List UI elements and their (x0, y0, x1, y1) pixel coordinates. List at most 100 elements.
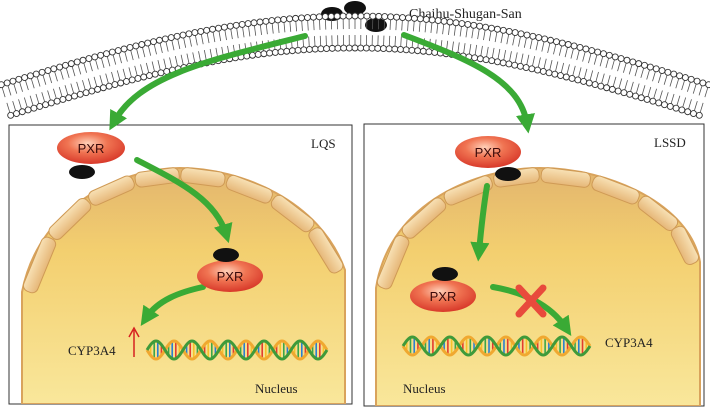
lipid-tail (682, 97, 687, 108)
lipid-head (517, 30, 525, 38)
lipid-tail (512, 35, 515, 46)
lipid-tail (87, 78, 92, 89)
lipid-tail (514, 52, 518, 63)
lipid-tail (500, 33, 504, 44)
lipid-head (138, 41, 146, 48)
nuclear-envelope-segment (443, 175, 493, 206)
lipid-tail (553, 44, 557, 55)
lipid-tail (664, 92, 669, 102)
lipid-head (374, 44, 382, 52)
lipid-head (85, 55, 93, 63)
lipid-head (334, 44, 342, 52)
lipid-tail (177, 39, 181, 50)
nuclear-envelope-segment (670, 225, 700, 266)
lipid-tail (189, 36, 192, 47)
lipid-head (385, 45, 393, 53)
lipid-tail (128, 67, 132, 78)
lipid-head (499, 26, 507, 34)
lipid-tail (541, 41, 545, 52)
lipid-tail (174, 56, 178, 66)
lipid-tail (535, 40, 539, 51)
lipid-head (511, 29, 519, 37)
pxr-cytoplasm-right: PXR (455, 136, 521, 168)
lipid-head (434, 17, 442, 25)
lipid-tail (647, 86, 652, 97)
lipid-head (209, 25, 217, 33)
lipid-head (36, 102, 44, 110)
lipid-tail (618, 78, 623, 89)
lipid-head (191, 29, 199, 37)
lipid-tail (547, 43, 551, 54)
lipid-head (672, 104, 680, 112)
lipid-tail (35, 93, 40, 104)
lipid-head (339, 12, 347, 20)
lipid-head (203, 26, 211, 34)
lipid-head (379, 45, 387, 53)
nuclear-envelope-segment (88, 175, 135, 206)
lipid-tail (283, 22, 286, 33)
lipid-tail (147, 45, 152, 56)
lipid-tail (532, 56, 536, 66)
pxr-cytoplasm-left: PXR (57, 132, 125, 164)
lipid-head (294, 46, 302, 54)
lipid-tail (142, 47, 146, 58)
lipid-tail (675, 78, 680, 89)
lipid-tail (413, 21, 415, 32)
cross-icon (515, 284, 547, 318)
lipid-head (15, 75, 23, 83)
lipid-tail (394, 36, 396, 47)
lipid-tail (483, 30, 486, 41)
lipid-head (99, 84, 107, 92)
lipid-head (345, 44, 353, 52)
lipid-head (623, 56, 631, 64)
lipid-tail (130, 50, 134, 61)
lipid-head (317, 45, 325, 53)
lipid-tail (424, 22, 427, 33)
lipid-head (582, 45, 590, 53)
lipid-tail (124, 51, 128, 62)
lipid-tail (418, 21, 421, 32)
lipid-tail (634, 66, 639, 77)
lipid-head (309, 13, 317, 21)
lipid-head (699, 79, 707, 87)
lipid-tail (265, 24, 268, 35)
nuclear-envelope-segment (22, 236, 57, 294)
lipid-head (59, 96, 67, 103)
lipid-head (79, 56, 87, 64)
lipid-head (315, 13, 323, 21)
lipid-tail (518, 36, 521, 47)
gene-label-right: CYP3A4 (605, 335, 653, 350)
lipid-head (197, 27, 205, 35)
lipid-tail (506, 34, 510, 45)
lipid-head (351, 44, 359, 52)
lipid-tail (601, 73, 605, 84)
lipid-head (244, 20, 252, 28)
lipid-head (56, 63, 64, 71)
lipid-tail (605, 58, 609, 68)
lipid-head (120, 45, 128, 53)
lipid-tail (93, 76, 98, 87)
lipid-tail (653, 88, 657, 99)
lipid-tail (25, 80, 29, 91)
lipid-head (399, 14, 406, 21)
lipid-head (511, 61, 519, 69)
lipid-tail (570, 48, 574, 59)
lipid-tail (48, 73, 53, 84)
lipid-head (641, 61, 648, 69)
lipid-tail (453, 25, 456, 36)
lipid-tail (65, 68, 70, 78)
lipid-tail (82, 80, 86, 90)
dna-strand (401, 335, 592, 357)
lipid-tail (248, 26, 251, 37)
lipid-head (557, 72, 565, 80)
lipid-tail (448, 24, 451, 35)
lipid-head (568, 75, 576, 82)
lipid-head (505, 27, 513, 35)
gene-label-left: CYP3A4 (68, 343, 116, 358)
lipid-head (626, 90, 634, 98)
lipid-tail (19, 82, 23, 92)
lipid-head (311, 45, 319, 53)
lipid-head (260, 50, 268, 58)
lipid-head (91, 53, 99, 61)
lipid-tail (77, 64, 82, 75)
